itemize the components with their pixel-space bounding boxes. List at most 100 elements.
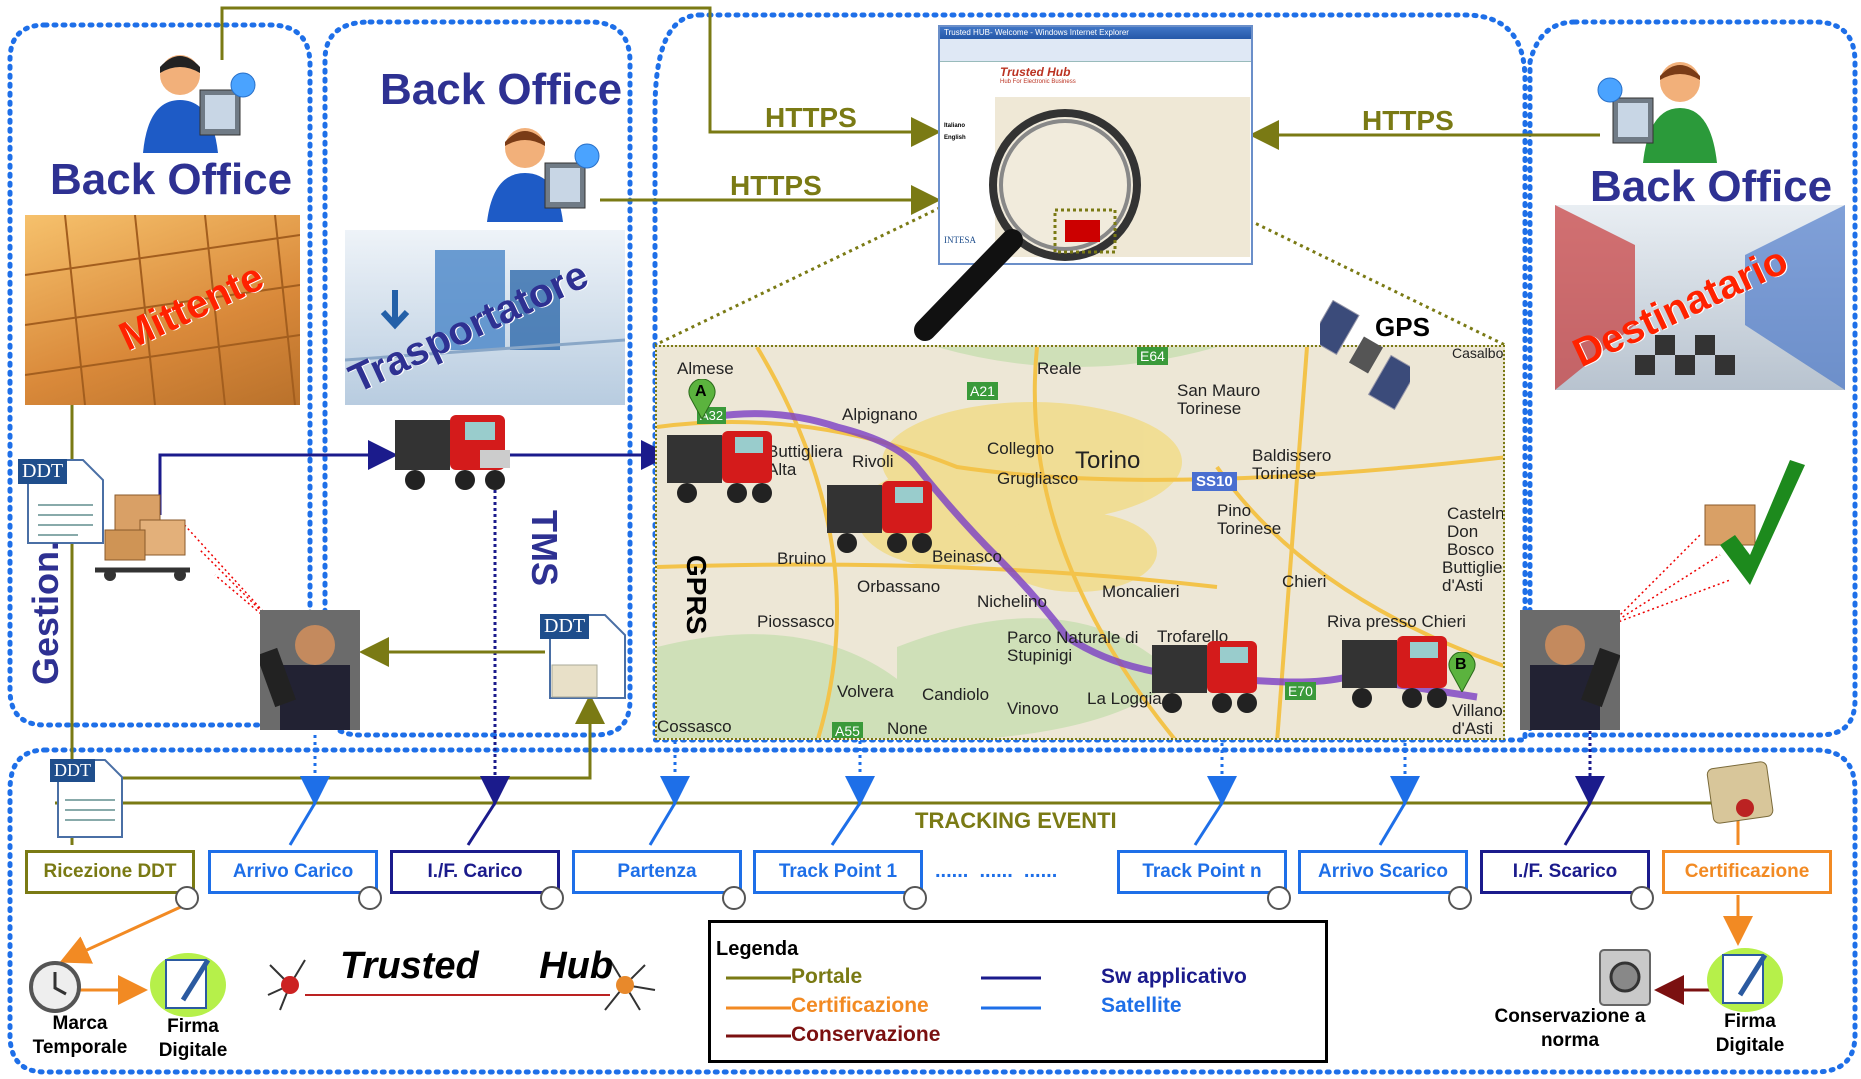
browser-tagline: Hub For Electronic Business bbox=[1000, 79, 1076, 85]
caption-firma-digitale: Firma Digitale bbox=[158, 1016, 228, 1061]
magnifier-icon bbox=[900, 80, 1180, 360]
trusted-hub-text: Trusted Hub bbox=[340, 945, 614, 987]
legend-satellite: Satellite bbox=[1101, 994, 1182, 1017]
caption-marca-temporale: Marca Temporale bbox=[32, 1013, 128, 1058]
gps-label: GPS bbox=[1375, 312, 1430, 342]
truck-icon-map-1 bbox=[667, 427, 782, 512]
digital-signature-icon-2 bbox=[1705, 945, 1785, 1015]
browser-lang-it[interactable]: Italiano bbox=[944, 123, 966, 129]
map-marker-b: B bbox=[1447, 651, 1477, 694]
ellipsis: ...... ...... ...... bbox=[935, 860, 1058, 882]
label-tms: TMS bbox=[524, 510, 565, 586]
road-shield: E70 bbox=[1285, 682, 1316, 700]
event-certificazione[interactable]: Certificazione bbox=[1662, 850, 1832, 894]
truck-icon-map-3 bbox=[1152, 637, 1267, 722]
https-label-1: HTTPS bbox=[765, 102, 857, 133]
event-if-scarico[interactable]: I./F. Scarico bbox=[1480, 850, 1650, 894]
event-partenza[interactable]: Partenza bbox=[572, 850, 742, 894]
legend-certificazione: Certificazione bbox=[791, 994, 929, 1017]
satellite-icon bbox=[1309, 299, 1418, 411]
store-image-destinatario: Destinatario bbox=[1555, 205, 1845, 390]
checkmark-icon bbox=[1700, 455, 1810, 595]
ddt-label-tms: DDT bbox=[540, 614, 590, 639]
caption-conservazione: Conservazione a norma bbox=[1494, 1006, 1646, 1051]
map-place: Nichelino bbox=[977, 592, 1047, 611]
map-place: Bruino bbox=[777, 549, 827, 568]
trusted-hub-logo: Trusted Hub bbox=[260, 945, 670, 1020]
map-place: Vinovo bbox=[1007, 699, 1059, 718]
event-arrivo-carico[interactable]: Arrivo Carico bbox=[208, 850, 378, 894]
user-icon-mittente bbox=[138, 45, 258, 155]
map-place: La Loggia bbox=[1087, 689, 1162, 708]
map-place: Buttigliera d'Asti bbox=[1442, 558, 1503, 595]
map-place: Parco Naturale di Stupinigi bbox=[1007, 628, 1139, 665]
map-place: Alpignano bbox=[842, 405, 918, 424]
truck-icon-map-4 bbox=[1342, 632, 1457, 717]
road-shield: E64 bbox=[1137, 347, 1168, 365]
map-place: Reale bbox=[1037, 359, 1082, 378]
zone-trasportatore bbox=[322, 19, 633, 738]
event-arrivo-scarico[interactable]: Arrivo Scarico bbox=[1298, 850, 1468, 894]
label-gestion: Gestion. bbox=[25, 540, 66, 685]
zone-destinatario bbox=[1527, 19, 1858, 738]
ddt-label-tracking: DDT bbox=[50, 759, 95, 782]
map-place: Villanova d'Asti bbox=[1452, 701, 1503, 738]
driver-scanner-photo-2 bbox=[1520, 610, 1621, 730]
ddt-document-mittente: DDT bbox=[18, 455, 108, 545]
map-place: Trofarello bbox=[1157, 627, 1229, 646]
browser-window: Trusted HUB- Welcome - Windows Internet … bbox=[938, 25, 1253, 265]
map-place: None bbox=[887, 719, 928, 738]
legend-conservazione: Conservazione bbox=[791, 1023, 941, 1046]
map-place: Orbassano bbox=[857, 577, 941, 596]
event-if-carico[interactable]: I./F. Carico bbox=[390, 850, 560, 894]
event-track-point-1[interactable]: Track Point 1 bbox=[753, 850, 923, 894]
map-place: Moncalieri bbox=[1102, 582, 1180, 601]
legend-title: Legenda bbox=[716, 938, 799, 960]
back-office-title-trasportatore: Back Office bbox=[380, 65, 623, 114]
warehouse-image-trasportatore: Trasportatore bbox=[343, 230, 626, 405]
safe-vault-icon bbox=[1595, 945, 1655, 1010]
map-place: Baldissero Torinese bbox=[1252, 446, 1332, 483]
zone-tracking bbox=[7, 747, 1858, 1075]
zone-portal bbox=[652, 12, 1528, 743]
back-office-title-mittente: Back Office bbox=[50, 155, 293, 204]
map-place: Almese bbox=[677, 359, 734, 378]
event-ricezione-ddt[interactable]: Ricezione DDT bbox=[25, 850, 195, 894]
truck-icon-map-2 bbox=[827, 477, 942, 562]
legend-portale: Portale bbox=[791, 965, 863, 988]
goods-image-mittente: Mittente bbox=[24, 214, 301, 406]
road-shield: SS10 bbox=[1192, 472, 1237, 491]
map-place: Rivoli bbox=[852, 452, 894, 471]
browser-toolbar bbox=[940, 39, 1251, 62]
browser-brand: Trusted Hub bbox=[1000, 65, 1071, 79]
legend-sw-applicativo: Sw applicativo bbox=[1101, 965, 1247, 988]
legend: Legenda Portale Certificazione Conservaz… bbox=[708, 920, 1328, 1063]
road-shield: A55 bbox=[832, 722, 863, 738]
map-place: Casalborgone bbox=[1452, 345, 1504, 361]
boxes-trolley-icon bbox=[95, 475, 205, 585]
https-label-2: HTTPS bbox=[730, 170, 822, 201]
caption-firma-digitale-2: Firma Digitale bbox=[1715, 1011, 1785, 1056]
truck-icon-trasportatore bbox=[395, 410, 515, 495]
driver-scanner-photo-1 bbox=[256, 610, 360, 730]
timestamp-clock-icon bbox=[28, 960, 83, 1015]
ddt-label: DDT bbox=[18, 459, 68, 484]
map-place: Buttigliera Alta bbox=[767, 442, 843, 479]
map-place: Candiolo bbox=[922, 685, 990, 704]
map-place: Piossasco bbox=[757, 612, 835, 631]
https-label-3: HTTPS bbox=[1362, 105, 1454, 136]
road-shield: A21 bbox=[967, 382, 998, 400]
user-icon-destinatario bbox=[1595, 50, 1720, 165]
event-track-point-n[interactable]: Track Point n bbox=[1117, 850, 1287, 894]
map-place: Pino Torinese bbox=[1217, 501, 1282, 538]
map-marker-a: A bbox=[687, 378, 717, 421]
certificate-scroll-icon bbox=[1700, 760, 1780, 830]
tracking-eventi-label: TRACKING EVENTI bbox=[915, 808, 1117, 833]
map-place: San Mauro Torinese bbox=[1177, 381, 1261, 418]
map-place: Torino bbox=[1075, 447, 1141, 474]
browser-lang-en[interactable]: English bbox=[944, 135, 966, 141]
back-office-title-destinatario: Back Office bbox=[1590, 162, 1833, 211]
ddt-document-tracking: DDT bbox=[50, 755, 125, 840]
browser-footer-logo: INTESA bbox=[944, 235, 976, 245]
ddt-document-tms: DDT bbox=[540, 610, 630, 700]
